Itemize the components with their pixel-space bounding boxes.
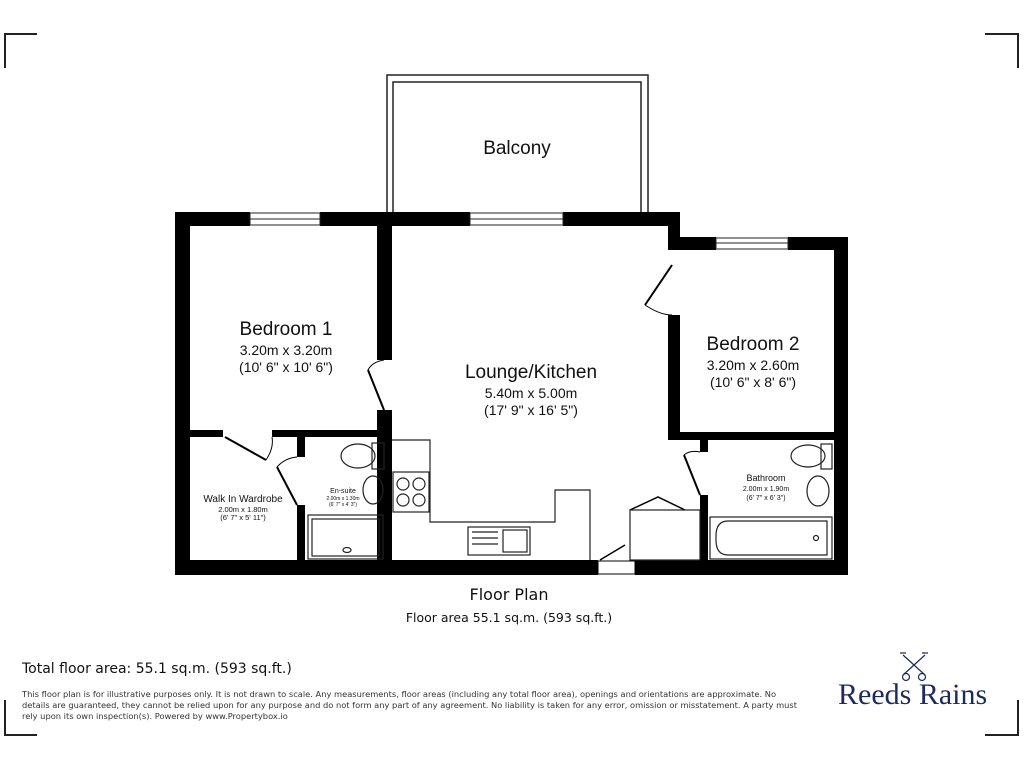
room-imperial-wardrobe: (6' 7" x 5' 11") <box>220 513 266 522</box>
room-metric-bedroom2: 3.20m x 2.60m <box>707 357 800 373</box>
toilet-icon <box>790 444 826 468</box>
room-metric-lounge: 5.40m x 5.00m <box>485 385 578 401</box>
room-metric-bathroom: 2.00m x 1.90m <box>743 486 789 493</box>
room-name-bedroom1: Bedroom 1 <box>240 319 333 340</box>
room-name-lounge: Lounge/Kitchen <box>465 362 597 383</box>
room-imperial-bathroom: (6' 7" x 6' 3") <box>746 495 785 502</box>
room-imperial-bedroom2: (10' 6" x 8' 6") <box>710 374 796 390</box>
room-name-bedroom2: Bedroom 2 <box>707 334 800 355</box>
hob-icon <box>392 471 430 513</box>
plan-title: Floor Plan <box>470 585 549 604</box>
room-name-balcony: Balcony <box>483 138 551 159</box>
room-name-bathroom: Bathroom <box>746 473 785 483</box>
walls <box>175 212 848 575</box>
room-metric-ensuite: 2.00m x 1.30m <box>326 496 359 502</box>
toilet-icon <box>340 443 376 469</box>
room-imperial-lounge: (17' 9" x 16' 5") <box>484 402 578 418</box>
fixtures <box>307 439 833 561</box>
balcony <box>386 74 649 212</box>
brand-logo: Reeds Rains <box>838 678 988 711</box>
crop-marks <box>4 33 1019 736</box>
crossed-keys-icon <box>900 652 928 682</box>
room-imperial-ensuite: (6' 7" x 4' 3") <box>329 502 357 508</box>
room-name-ensuite: En-suite <box>330 488 356 495</box>
plan-area: Floor area 55.1 sq.m. (593 sq.ft.) <box>406 610 612 625</box>
room-name-wardrobe: Walk In Wardrobe <box>203 494 283 505</box>
room-metric-wardrobe: 2.00m x 1.80m <box>218 505 268 514</box>
bath-icon <box>709 516 833 560</box>
total-floor-area: Total floor area: 55.1 sq.m. (593 sq.ft.… <box>22 661 292 677</box>
room-imperial-bedroom1: (10' 6" x 10' 6") <box>239 359 333 375</box>
disclaimer: This floor plan is for illustrative purp… <box>22 689 798 721</box>
doors <box>224 264 701 575</box>
windows <box>249 212 789 250</box>
sink-icon <box>467 526 531 556</box>
room-metric-bedroom1: 3.20m x 3.20m <box>240 342 333 358</box>
